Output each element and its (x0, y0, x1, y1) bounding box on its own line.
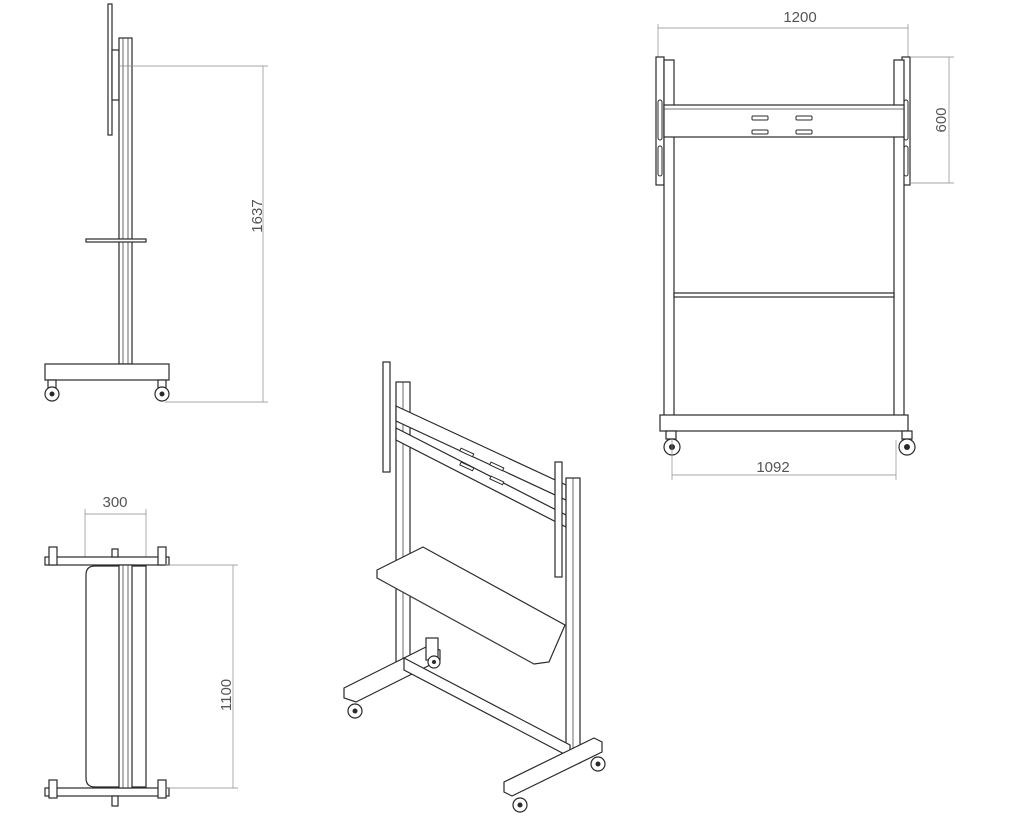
side-view: 1637 (44, 3, 268, 403)
dimension-front-vesa-height: 600 (933, 107, 950, 132)
dimension-top-length: 1100 (218, 679, 235, 711)
isometric-view (343, 361, 606, 813)
dimension-top-depth: 300 (102, 494, 127, 511)
dimension-side-height: 1637 (249, 199, 266, 232)
front-view: 1200 600 1 (655, 9, 954, 480)
dimension-front-base-width: 1092 (756, 459, 789, 476)
top-view: 300 1100 (44, 494, 238, 807)
dimension-front-vesa-width: 1200 (783, 9, 816, 26)
